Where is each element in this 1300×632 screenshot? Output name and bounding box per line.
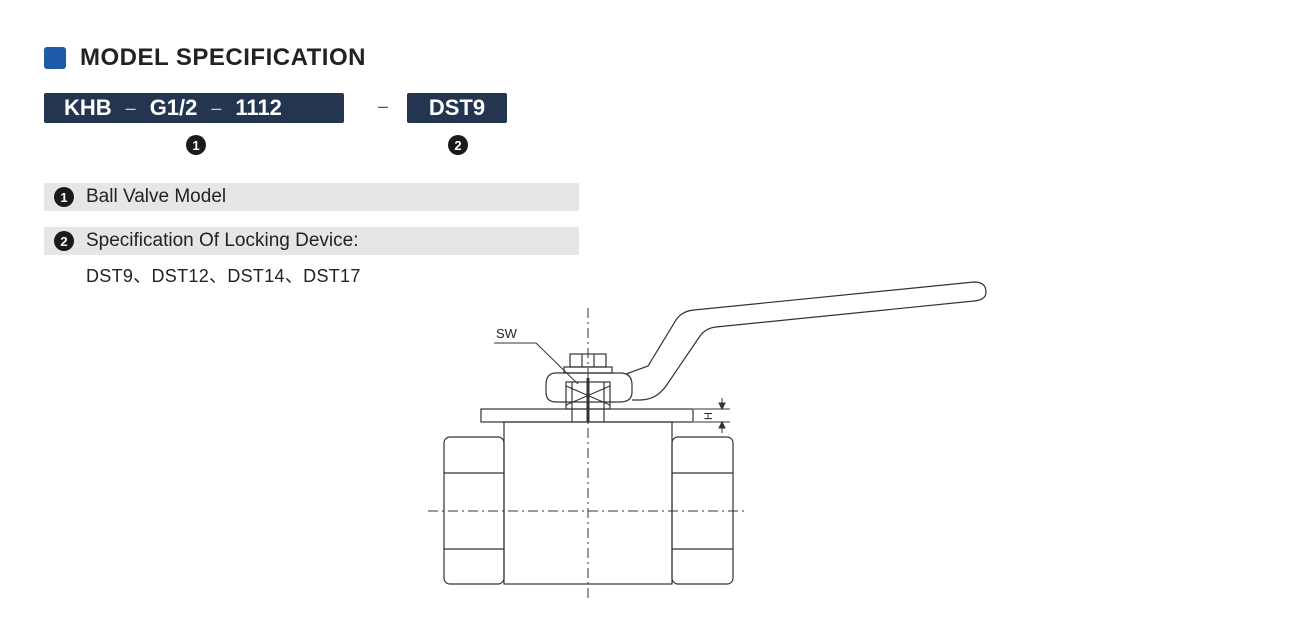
marker-2-icon: 2 [448,135,468,155]
marker-1-icon: 1 [54,187,74,207]
marker-2-icon: 2 [54,231,74,251]
locking-device-values: DST9、DST12、DST14、DST17 [86,266,361,286]
code-series: KHB [64,95,112,120]
h-dimension [694,398,730,433]
code-thread: G1/2 [149,95,198,120]
model-code-box: KHB – G1/2 – 1112 [44,93,344,123]
handle-hub [545,372,633,403]
lock-code-box: DST9 [407,93,507,123]
spec-label: Ball Valve Model [86,186,227,207]
code-dash: – [211,97,222,118]
handle-lever [625,281,987,401]
header-square-icon [44,47,66,69]
h-label: H [703,412,715,420]
spec-label: Specification Of Locking Device: [86,230,359,251]
section-title: MODEL SPECIFICATION [80,44,366,71]
code-lock: DST9 [428,95,486,120]
code-separator: – [378,96,389,116]
code-number: 1112 [235,95,282,120]
marker-1-icon: 1 [186,135,206,155]
code-dash: – [125,97,136,118]
spec-row-locking-device: 2 Specification Of Locking Device: [44,227,579,255]
sw-leader-arrow [535,342,579,385]
sw-label: SW [496,326,518,341]
spec-row-ball-valve: 1 Ball Valve Model [44,183,579,211]
section-header: MODEL SPECIFICATION [44,44,366,72]
